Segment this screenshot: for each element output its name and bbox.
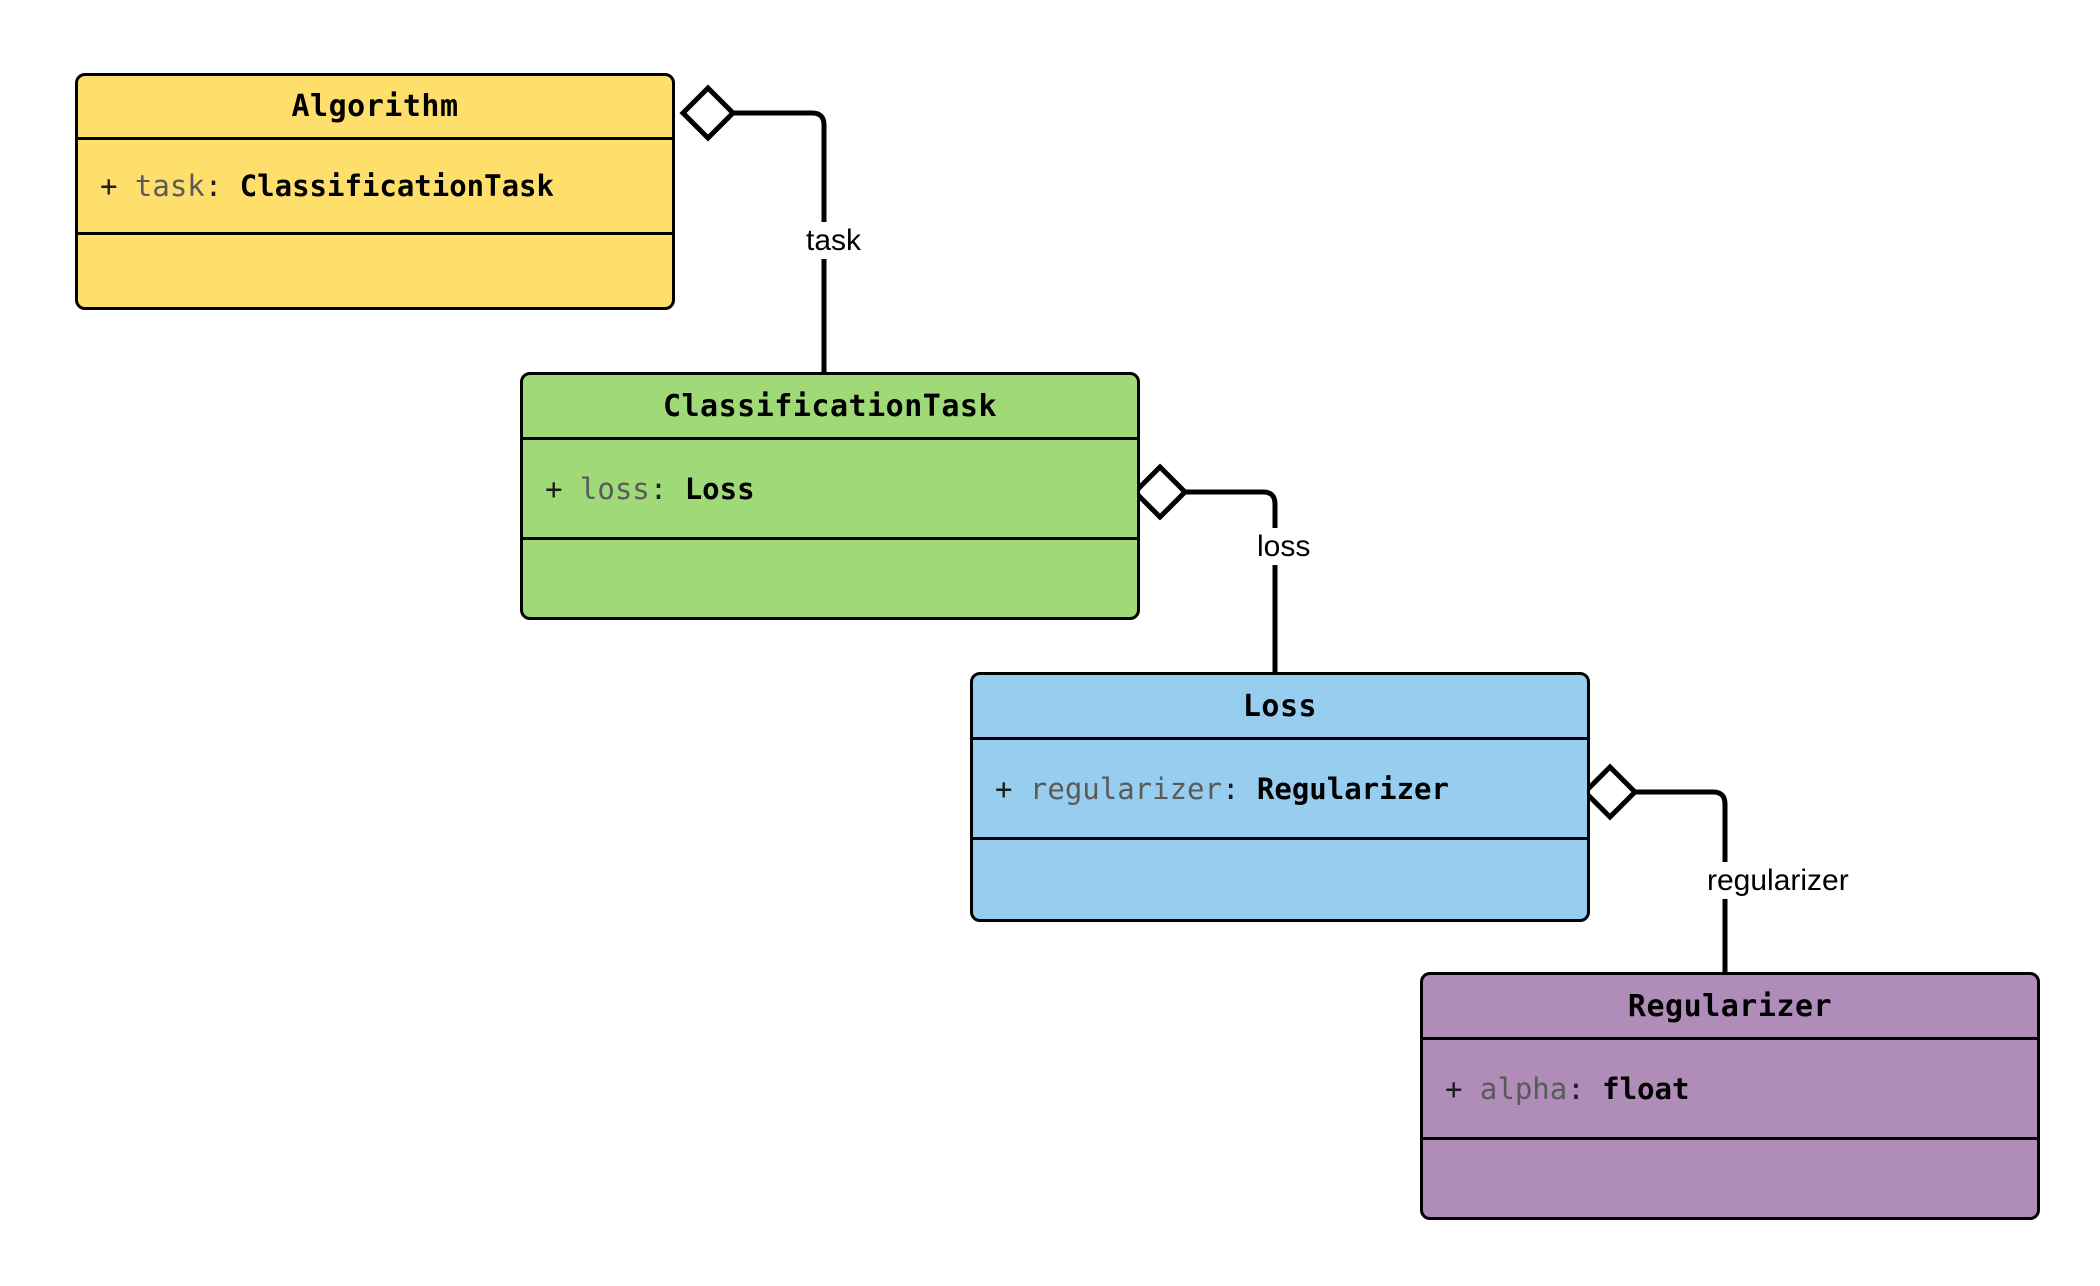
class-box-loss[interactable]: Loss + regularizer: Regularizer bbox=[970, 672, 1590, 922]
attribute-type: ClassificationTask bbox=[239, 169, 554, 203]
edge-label-task: task bbox=[800, 222, 868, 259]
class-title-loss: Loss bbox=[973, 675, 1587, 740]
attribute-separator: : bbox=[1567, 1071, 1603, 1106]
attribute-row: + regularizer: Regularizer bbox=[995, 772, 1587, 806]
attribute-type: Regularizer bbox=[1256, 771, 1449, 806]
attribute-type: float bbox=[1602, 1071, 1690, 1106]
attribute-visibility: + bbox=[1445, 1071, 1480, 1106]
attribute-name: alpha bbox=[1479, 1071, 1568, 1106]
attribute-name: regularizer bbox=[1029, 771, 1222, 806]
edge-line-loss bbox=[1185, 489, 1278, 672]
attribute-visibility: + bbox=[995, 771, 1030, 806]
class-attributes-loss: + regularizer: Regularizer bbox=[973, 740, 1587, 840]
class-box-algorithm[interactable]: Algorithm + task: ClassificationTask bbox=[75, 73, 675, 310]
class-title-algorithm: Algorithm bbox=[78, 76, 672, 140]
attribute-name: loss bbox=[579, 471, 650, 506]
attribute-name: task bbox=[134, 169, 205, 203]
class-title-regularizer: Regularizer bbox=[1423, 975, 2037, 1040]
attribute-row: + alpha: float bbox=[1445, 1072, 2037, 1106]
aggregation-diamond-task bbox=[679, 84, 737, 142]
edge-label-regularizer: regularizer bbox=[1701, 862, 1855, 899]
attribute-separator: : bbox=[649, 471, 685, 506]
aggregation-diamond-loss bbox=[1131, 463, 1189, 521]
attribute-separator: : bbox=[1221, 771, 1257, 806]
edge-classificationtask-loss bbox=[1131, 463, 1278, 672]
class-attributes-regularizer: + alpha: float bbox=[1423, 1040, 2037, 1140]
class-title-classification-task: ClassificationTask bbox=[523, 375, 1137, 440]
attribute-visibility: + bbox=[100, 169, 135, 203]
attribute-row: + task: ClassificationTask bbox=[100, 169, 672, 203]
class-attributes-algorithm: + task: ClassificationTask bbox=[78, 140, 672, 235]
aggregation-diamond-regularizer bbox=[1581, 763, 1639, 821]
attribute-visibility: + bbox=[545, 471, 580, 506]
class-box-regularizer[interactable]: Regularizer + alpha: float bbox=[1420, 972, 2040, 1220]
edge-label-loss: loss bbox=[1251, 528, 1317, 565]
attribute-row: + loss: Loss bbox=[545, 472, 1137, 506]
attribute-separator: : bbox=[204, 169, 240, 203]
attribute-type: Loss bbox=[684, 471, 755, 506]
class-attributes-classification-task: + loss: Loss bbox=[523, 440, 1137, 540]
class-box-classification-task[interactable]: ClassificationTask + loss: Loss bbox=[520, 372, 1140, 620]
